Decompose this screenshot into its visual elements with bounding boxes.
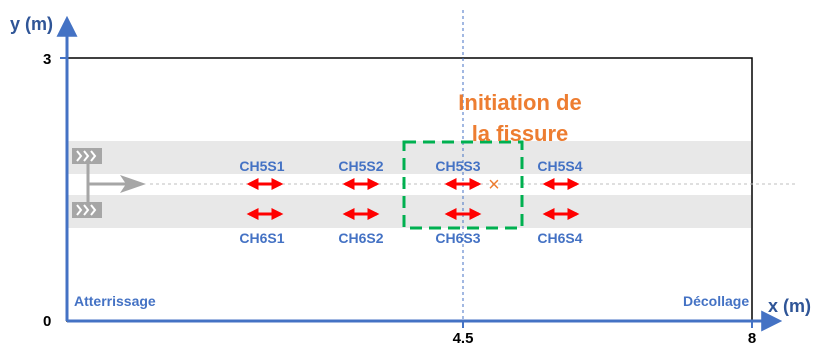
- slab-outline: [66, 57, 753, 322]
- wheel-band-lower: [68, 195, 751, 228]
- sensor-label-ch6s2: CH6S2: [338, 230, 383, 246]
- landing-end-label: Atterrissage: [74, 293, 156, 309]
- sensor-label-ch5s2: CH5S2: [338, 158, 383, 174]
- x-axis-title: x (m): [768, 296, 811, 316]
- sensor-arrows: [246, 178, 580, 220]
- x-tick-label-4-5: 4.5: [453, 330, 474, 347]
- crack-zone-box: [402, 140, 524, 230]
- crack-label-line1: Initiation de: [458, 90, 581, 115]
- landing-gear-icon: [72, 148, 146, 218]
- wheel-band-upper: [68, 141, 751, 174]
- sensor-label-ch6s4: CH6S4: [537, 230, 582, 246]
- y-tick-label-0: 0: [43, 313, 51, 330]
- crack-label-line2: la fissure: [472, 121, 569, 146]
- sensor-label-ch6s3: CH6S3: [435, 230, 480, 246]
- sensor-label-ch5s4: CH5S4: [537, 158, 582, 174]
- crack-initiation-marker: ×: [488, 174, 500, 196]
- takeoff-end-label: Décollage: [683, 293, 749, 309]
- sensor-label-ch5s3: CH5S3: [435, 158, 480, 174]
- y-axis-title: y (m): [10, 14, 53, 34]
- sensor-label-ch5s1: CH5S1: [239, 158, 284, 174]
- y-tick-label-3: 3: [43, 51, 51, 68]
- x-tick-label-8: 8: [748, 330, 756, 347]
- sensor-label-ch6s1: CH6S1: [239, 230, 284, 246]
